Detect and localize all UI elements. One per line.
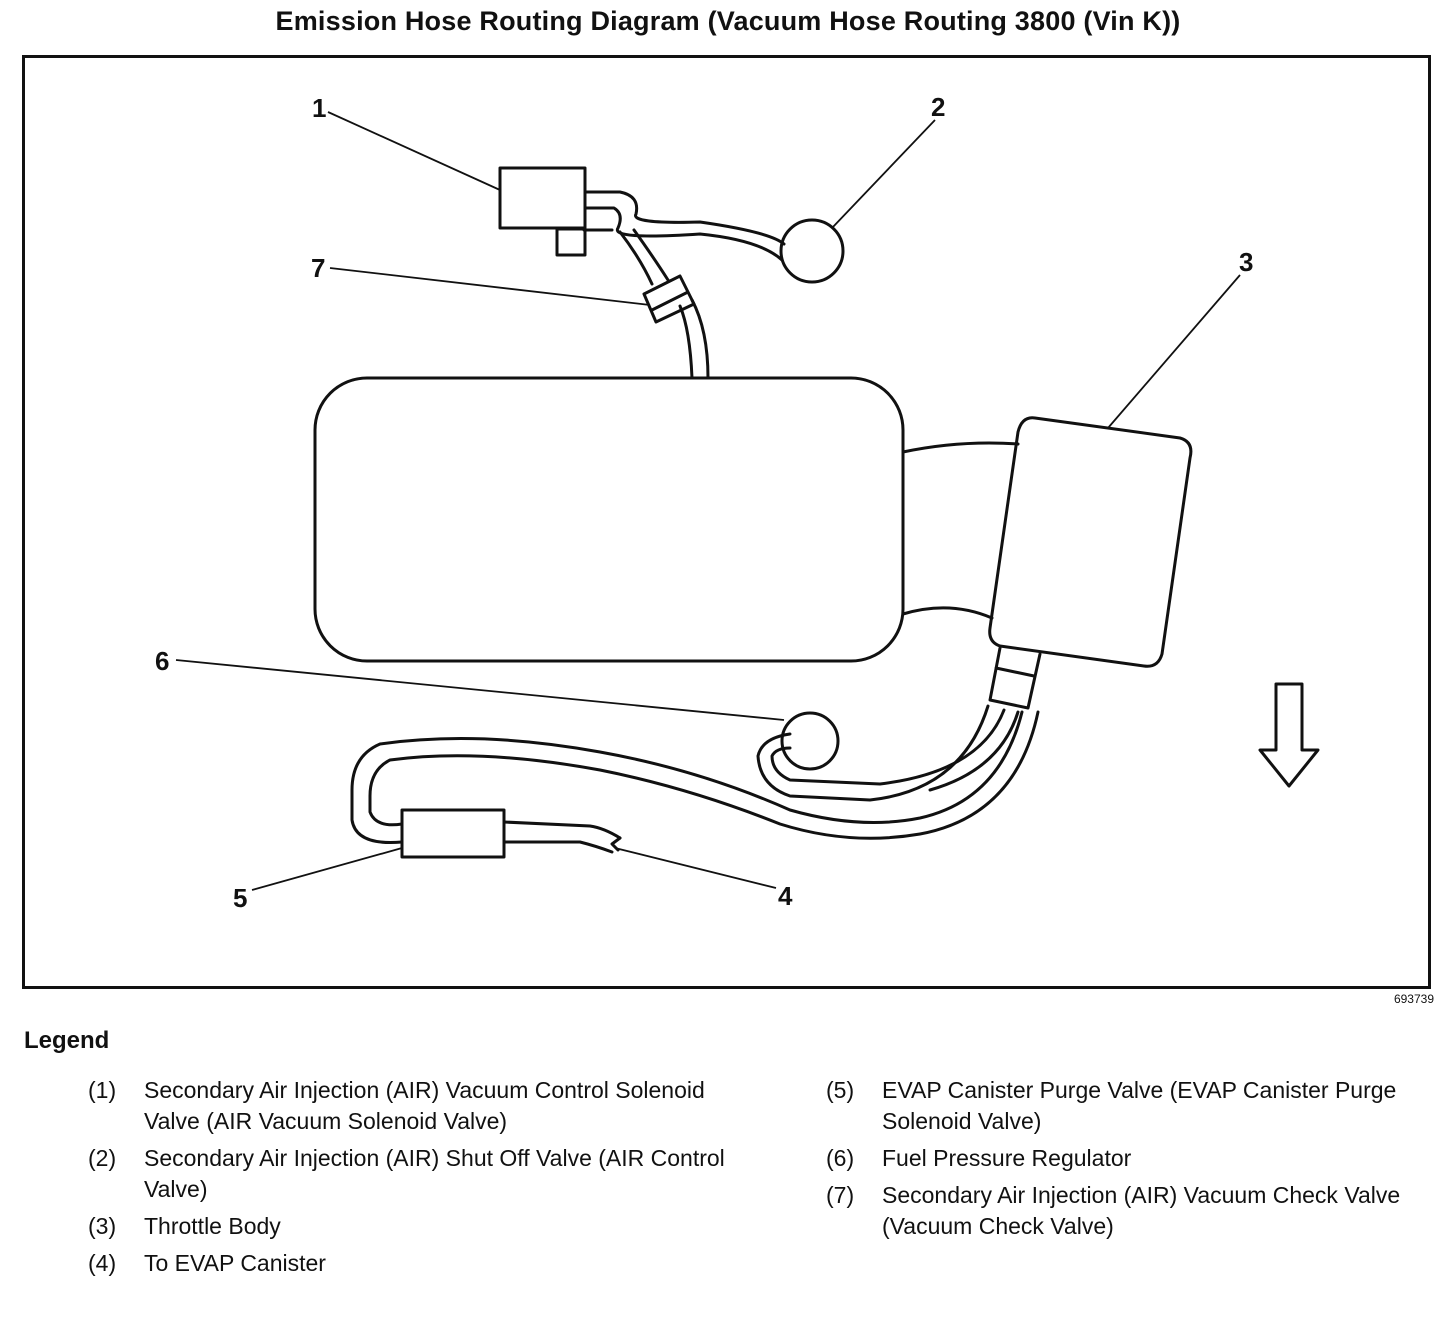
- callout-2: 2: [931, 92, 945, 122]
- direction-arrow-icon: [1258, 682, 1320, 788]
- legend-item-number: (6): [826, 1145, 855, 1171]
- callout-4: 4: [778, 881, 793, 911]
- legend-item: (2) Secondary Air Injection (AIR) Shut O…: [88, 1143, 728, 1205]
- callout-6: 6: [155, 646, 169, 676]
- hose-routing-diagram: 1 2 3 4 5 6 7: [155, 92, 1320, 913]
- legend-item-text: Fuel Pressure Regulator: [882, 1145, 1132, 1171]
- vacuum-check-valve: [642, 274, 696, 324]
- hose-throttle-to-regulator-mid: [928, 710, 1020, 792]
- hose-plenum-to-throttle-bottom: [901, 606, 994, 620]
- hose-to-purge-valve-outer: [350, 710, 1024, 845]
- throttle-outlet-nozzle: [988, 646, 1042, 710]
- air-vacuum-solenoid-port: [555, 227, 587, 257]
- evap-purge-valve: [400, 808, 506, 859]
- hose-to-evap-canister: [502, 820, 622, 854]
- air-vacuum-solenoid: [498, 166, 587, 230]
- legend-item-text: Throttle Body: [144, 1213, 281, 1239]
- leader-5: [251, 847, 403, 891]
- hose-to-purge-valve-inner: [368, 710, 1040, 840]
- callout-1: 1: [312, 93, 326, 123]
- leader-6: [175, 659, 785, 721]
- leader-7: [329, 267, 651, 306]
- callout-3: 3: [1239, 247, 1253, 277]
- hose-plenum-to-throttle-top: [901, 441, 1020, 454]
- legend-item-text: Secondary Air Injection (AIR) Vacuum Che…: [882, 1182, 1401, 1239]
- hose-solenoid-to-shutoff-valve-outer: [584, 190, 786, 246]
- legend-item: (4) To EVAP Canister: [88, 1248, 728, 1279]
- leader-1: [327, 111, 501, 191]
- legend-item-number: (2): [88, 1145, 117, 1171]
- hose-throttle-to-regulator-inner: [770, 708, 1006, 786]
- legend-item-text: To EVAP Canister: [144, 1250, 326, 1276]
- legend-column-right: (5) EVAP Canister Purge Valve (EVAP Cani…: [826, 1075, 1446, 1248]
- legend-item-number: (7): [826, 1182, 855, 1208]
- callout-5: 5: [233, 883, 247, 913]
- intake-plenum: [313, 376, 905, 663]
- legend-item-number: (1): [88, 1077, 117, 1103]
- legend-item-text: Secondary Air Injection (AIR) Vacuum Con…: [144, 1077, 705, 1134]
- fuel-pressure-regulator: [780, 711, 840, 771]
- legend-item: (3) Throttle Body: [88, 1211, 728, 1242]
- leader-4: [614, 847, 777, 889]
- hose-check-valve-outer: [618, 230, 694, 380]
- callout-7: 7: [311, 253, 325, 283]
- legend-item: (6) Fuel Pressure Regulator: [826, 1143, 1446, 1174]
- leader-3: [1107, 274, 1241, 429]
- leader-2: [831, 119, 936, 229]
- hose-solenoid-to-shutoff-valve-inner: [584, 206, 784, 262]
- throttle-body: [988, 416, 1193, 668]
- legend-item-number: (4): [88, 1250, 117, 1276]
- hose-check-valve-inner: [632, 228, 710, 380]
- legend-item-text: Secondary Air Injection (AIR) Shut Off V…: [144, 1145, 725, 1202]
- legend-column-left: (1) Secondary Air Injection (AIR) Vacuum…: [88, 1075, 728, 1285]
- legend-item-text: EVAP Canister Purge Valve (EVAP Canister…: [882, 1077, 1397, 1134]
- air-shutoff-valve: [779, 218, 845, 284]
- legend-item: (1) Secondary Air Injection (AIR) Vacuum…: [88, 1075, 728, 1137]
- legend-item-number: (5): [826, 1077, 855, 1103]
- diagram-frame: [22, 55, 1431, 989]
- hose-throttle-to-regulator-outer: [756, 704, 990, 802]
- diagram-title: Emission Hose Routing Diagram (Vacuum Ho…: [275, 6, 1181, 36]
- legend-item: (7) Secondary Air Injection (AIR) Vacuum…: [826, 1180, 1446, 1242]
- legend-heading: Legend: [24, 1027, 110, 1054]
- legend-item: (5) EVAP Canister Purge Valve (EVAP Cani…: [826, 1075, 1446, 1137]
- figure-id: 693739: [1393, 992, 1434, 1006]
- legend-item-number: (3): [88, 1213, 117, 1239]
